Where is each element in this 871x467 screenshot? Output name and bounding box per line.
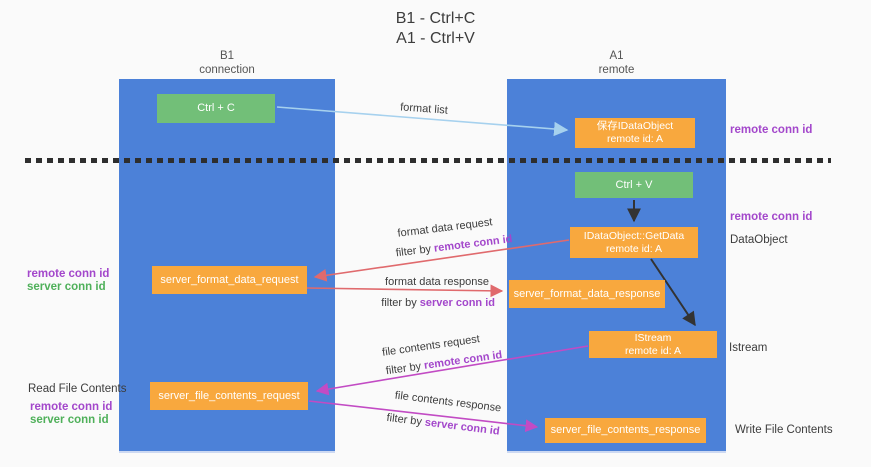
ctrl-v-label: Ctrl + V xyxy=(615,178,653,191)
ctrl-c-box: Ctrl + C xyxy=(157,94,275,123)
server-conn-id-text: server conn id xyxy=(424,416,501,438)
right-remote-conn-id-label-1: remote conn id xyxy=(730,124,813,136)
getdata-line1: IDataObject::GetData xyxy=(583,229,685,242)
filter-by-text: filter by xyxy=(385,360,425,378)
right-lane-role: remote xyxy=(598,64,635,76)
write-file-contents-label: Write File Contents xyxy=(735,424,833,436)
ctrl-v-box: Ctrl + V xyxy=(575,172,693,198)
left-server-conn-id-label-1: server conn id xyxy=(27,281,106,293)
server-file-contents-response-label: server_file_contents_response xyxy=(550,424,701,436)
diagram-title: B1 - Ctrl+C A1 - Ctrl+V xyxy=(0,9,871,49)
server-format-data-response-label: server_format_data_response xyxy=(513,287,661,300)
istream-line1: IStream xyxy=(634,331,672,344)
server-format-data-response-box: server_format_data_response xyxy=(509,280,665,308)
save-dataobject-box: 保存IDataObject remote id: A xyxy=(575,118,695,148)
title-line-2: A1 - Ctrl+V xyxy=(396,30,475,47)
left-server-conn-id-label-2: server conn id xyxy=(30,414,109,426)
title-line-1: B1 - Ctrl+C xyxy=(395,10,476,27)
right-lane-name: A1 xyxy=(609,50,624,62)
left-lane-role: connection xyxy=(199,64,255,76)
left-remote-conn-id-label-2: remote conn id xyxy=(30,401,113,413)
left-remote-conn-id-label-1: remote conn id xyxy=(27,268,110,280)
save-dataobject-line1: 保存IDataObject xyxy=(596,120,674,132)
remote-conn-id-text: remote conn id xyxy=(423,349,504,372)
session-divider-dashed-line xyxy=(25,158,831,163)
istream-line2: remote id: A xyxy=(624,344,682,357)
server-conn-id-text: server conn id xyxy=(419,297,495,309)
save-dataobject-line2: remote id: A xyxy=(606,133,664,145)
istream-side-label: Istream xyxy=(729,342,768,354)
istream-box: IStream remote id: A xyxy=(589,331,717,358)
getdata-line2: remote id: A xyxy=(605,242,663,255)
filter-by-text: filter by xyxy=(385,411,426,429)
server-file-contents-response-box: server_file_contents_response xyxy=(545,418,706,443)
format-list-label: format list xyxy=(399,101,449,117)
filter-by-text: filter by xyxy=(381,297,420,309)
left-lane-name: B1 xyxy=(219,50,235,62)
ctrl-c-label: Ctrl + C xyxy=(197,102,235,114)
left-lane-header: B1 connection xyxy=(119,49,335,77)
server-file-contents-request-label: server_file_contents_request xyxy=(158,389,300,402)
getdata-box: IDataObject::GetData remote id: A xyxy=(570,227,698,258)
remote-conn-id-text: remote conn id xyxy=(433,233,514,255)
server-format-data-request-box: server_format_data_request xyxy=(152,266,307,294)
dataobject-label: DataObject xyxy=(730,234,788,246)
right-lane-header: A1 remote xyxy=(507,49,726,77)
server-format-data-request-label: server_format_data_request xyxy=(160,273,299,286)
right-remote-conn-id-label-2: remote conn id xyxy=(730,211,813,223)
filter-by-text: filter by xyxy=(395,242,435,260)
server-file-contents-request-box: server_file_contents_request xyxy=(150,382,308,410)
format-data-response-label: format data response xyxy=(385,276,489,288)
read-file-contents-label: Read File Contents xyxy=(28,383,127,395)
filter-by-server-conn-id-label-1: filter by server conn id xyxy=(369,285,495,321)
